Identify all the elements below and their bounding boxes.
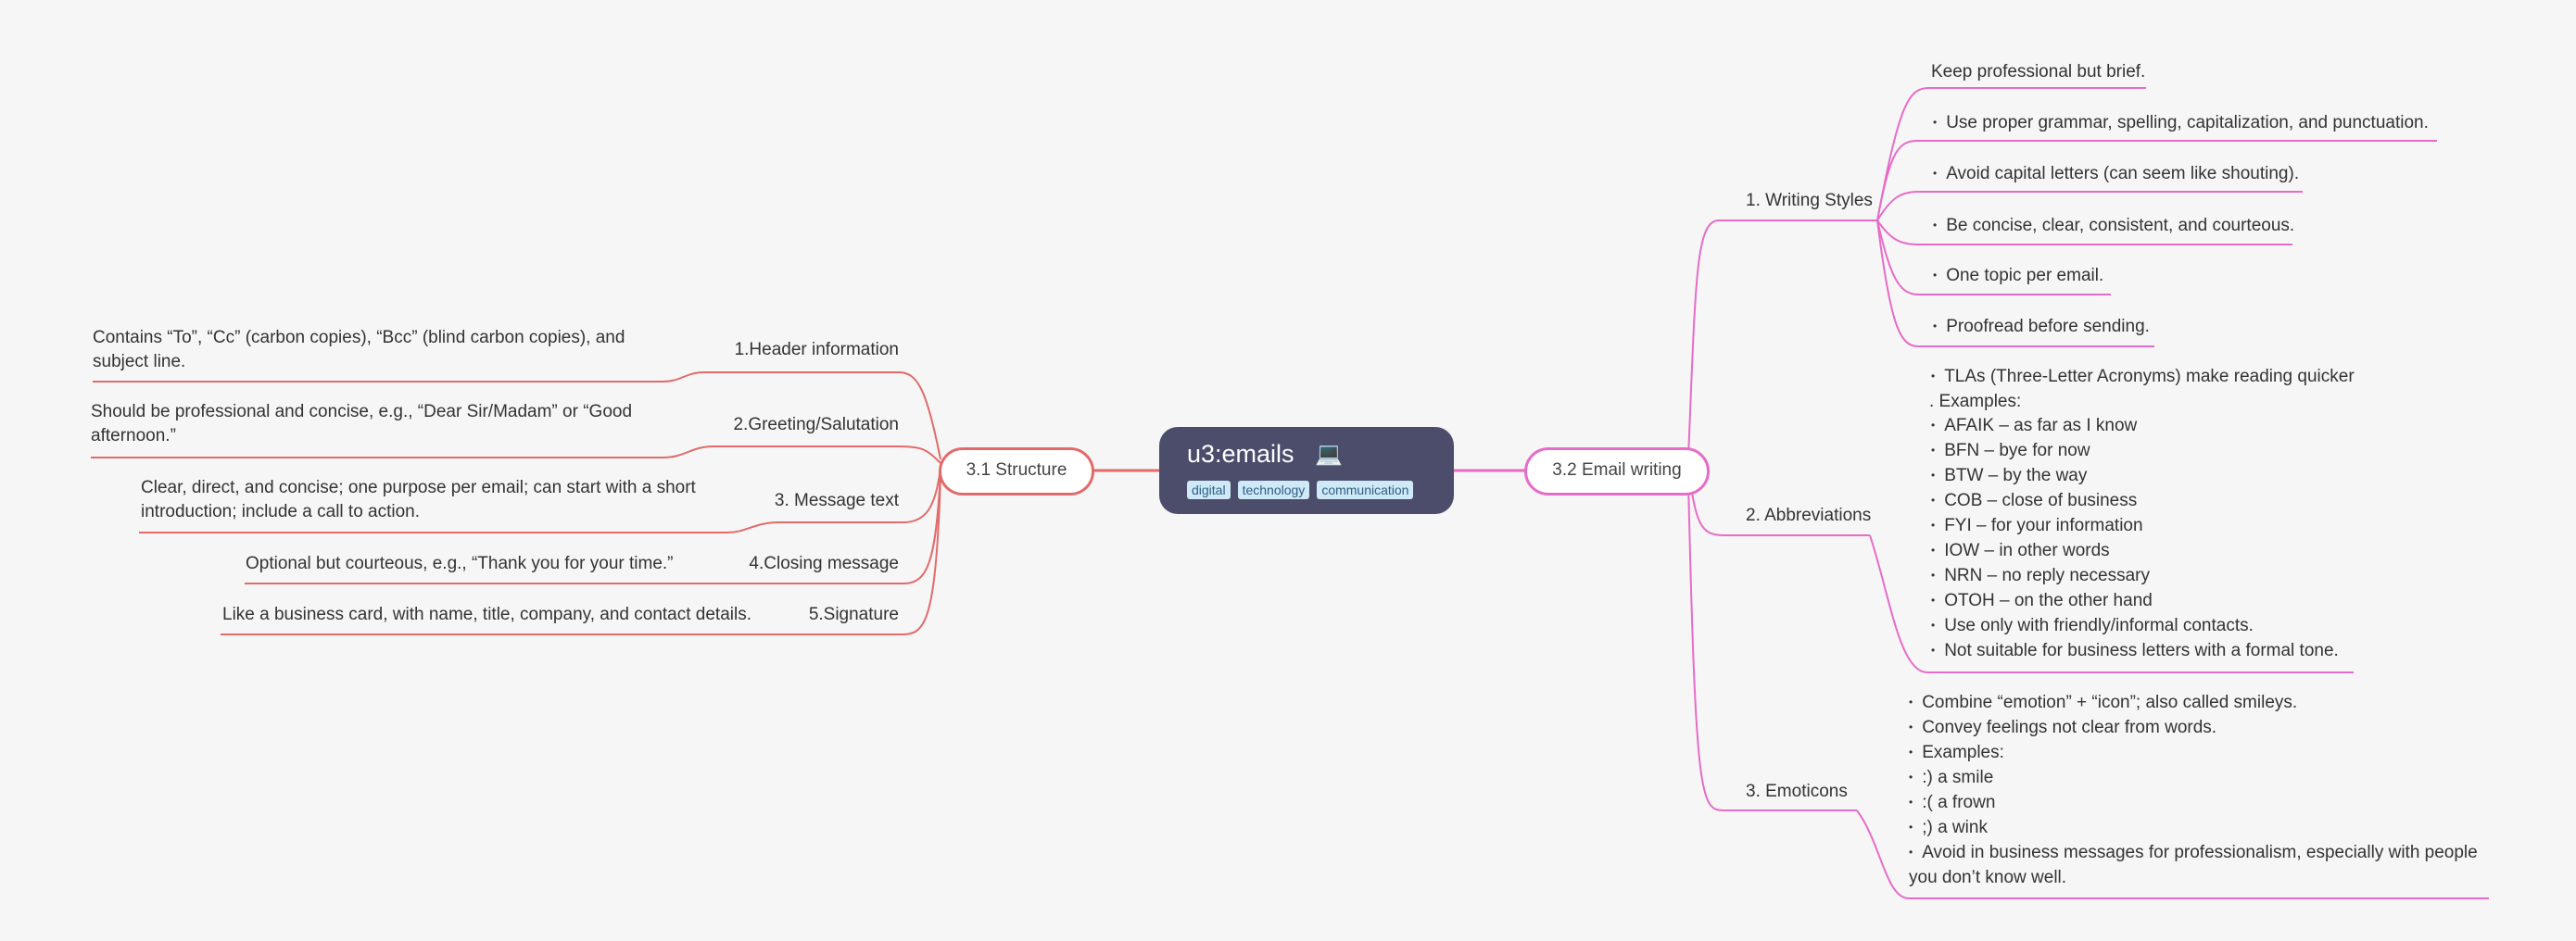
connector-signature: [221, 476, 941, 635]
emoticon-item-continued: you don’t know well.: [1909, 868, 2067, 887]
style-item-3[interactable]: Avoid capital letters (can seem like sho…: [1933, 162, 2299, 187]
abbrev-item: AFAIK – as far as I know: [1931, 414, 2355, 439]
style-item-6[interactable]: Proofread before sending.: [1933, 315, 2150, 340]
abbrev-item: IOW – in other words: [1931, 539, 2355, 564]
emoticon-item: Avoid in business messages for professio…: [1909, 841, 2478, 866]
abbrev-item: NRN – no reply necessary: [1931, 564, 2355, 589]
abbrev-item: BTW – by the way: [1931, 464, 2355, 489]
central-topic-title: u3:emails: [1187, 440, 1294, 468]
style-item-2[interactable]: Use proper grammar, spelling, capitaliza…: [1933, 111, 2429, 136]
style-item-5[interactable]: One topic per email.: [1933, 264, 2103, 289]
emoticon-item: ;) a wink: [1909, 816, 2478, 841]
abbrev-item: FYI – for your information: [1931, 514, 2355, 539]
abbrev-intro-examples: . Examples:: [1929, 392, 2022, 411]
connector-closing: [245, 471, 941, 584]
connector-style-2: [1876, 140, 2437, 221]
connector-emoticons: [1687, 481, 1857, 811]
subtopic-signature[interactable]: 5.Signature: [808, 605, 899, 624]
subtopic-greeting[interactable]: 2.Greeting/Salutation: [733, 415, 899, 434]
detail-closing-message[interactable]: Optional but courteous, e.g., “Thank you…: [246, 554, 674, 573]
style-item-1[interactable]: Keep professional but brief.: [1931, 62, 2146, 82]
style-item-4[interactable]: Be concise, clear, consistent, and court…: [1933, 214, 2294, 239]
subtopic-message-text[interactable]: 3. Message text: [774, 491, 899, 510]
connector-style-1: [1876, 87, 2146, 221]
connector-style-3: [1876, 191, 2303, 221]
tag-technology: technology: [1237, 481, 1310, 499]
detail-message-text[interactable]: Clear, direct, and concise; one purpose …: [141, 478, 696, 521]
emoticon-item: Examples:: [1909, 741, 2478, 766]
connector-message: [139, 467, 941, 533]
central-topic[interactable]: u3:emails 💻 digital technology communica…: [1159, 427, 1454, 514]
subtopic-writing-styles[interactable]: 1. Writing Styles: [1746, 191, 1873, 210]
detail-signature[interactable]: Like a business card, with name, title, …: [222, 605, 752, 624]
topic-structure[interactable]: 3.1 Structure: [939, 447, 1094, 496]
connector-emoticon-group: [1856, 809, 2489, 899]
connector-style-5: [1876, 220, 2111, 295]
tag-list: digital technology communication: [1187, 481, 1414, 499]
connector-style-6: [1876, 220, 2154, 347]
topic-email-writing[interactable]: 3.2 Email writing: [1524, 447, 1710, 496]
abbrev-item: Use only with friendly/informal contacts…: [1931, 614, 2355, 639]
abbrev-item: OTOH – on the other hand: [1931, 589, 2355, 614]
detail-header-information[interactable]: Contains “To”, “Cc” (carbon copies), “Bc…: [93, 328, 625, 371]
connector-greeting: [91, 445, 941, 464]
connector-header: [93, 371, 941, 460]
emoticon-item: Convey feelings not clear from words.: [1909, 716, 2478, 741]
abbrev-item: BFN – bye for now: [1931, 439, 2355, 464]
subtopic-closing-message[interactable]: 4.Closing message: [749, 554, 899, 573]
emoticon-item: :( a frown: [1909, 791, 2478, 816]
abbrev-item: COB – close of business: [1931, 489, 2355, 514]
tag-communication: communication: [1317, 481, 1414, 499]
emoticon-list[interactable]: Combine “emotion” + “icon”; also called …: [1909, 691, 2478, 890]
connector-styles: [1687, 220, 1877, 459]
detail-greeting[interactable]: Should be professional and concise, e.g.…: [91, 402, 633, 445]
emoticon-item: :) a smile: [1909, 766, 2478, 791]
abbrev-item: Not suitable for business letters with a…: [1931, 639, 2355, 664]
connector-abbrev-group: [1869, 534, 2354, 673]
subtopic-abbreviations[interactable]: 2. Abbreviations: [1746, 506, 1872, 525]
abbreviation-list[interactable]: TLAs (Three-Letter Acronyms) make readin…: [1929, 365, 2355, 664]
subtopic-header-information[interactable]: 1.Header information: [734, 340, 899, 359]
emoticon-item: Combine “emotion” + “icon”; also called …: [1909, 691, 2478, 716]
tag-digital: digital: [1187, 481, 1231, 499]
abbrev-intro: TLAs (Three-Letter Acronyms) make readin…: [1931, 365, 2354, 390]
subtopic-emoticons[interactable]: 3. Emoticons: [1746, 782, 1848, 801]
laptop-icon: 💻: [1315, 442, 1343, 467]
connector-style-4: [1876, 220, 2292, 245]
